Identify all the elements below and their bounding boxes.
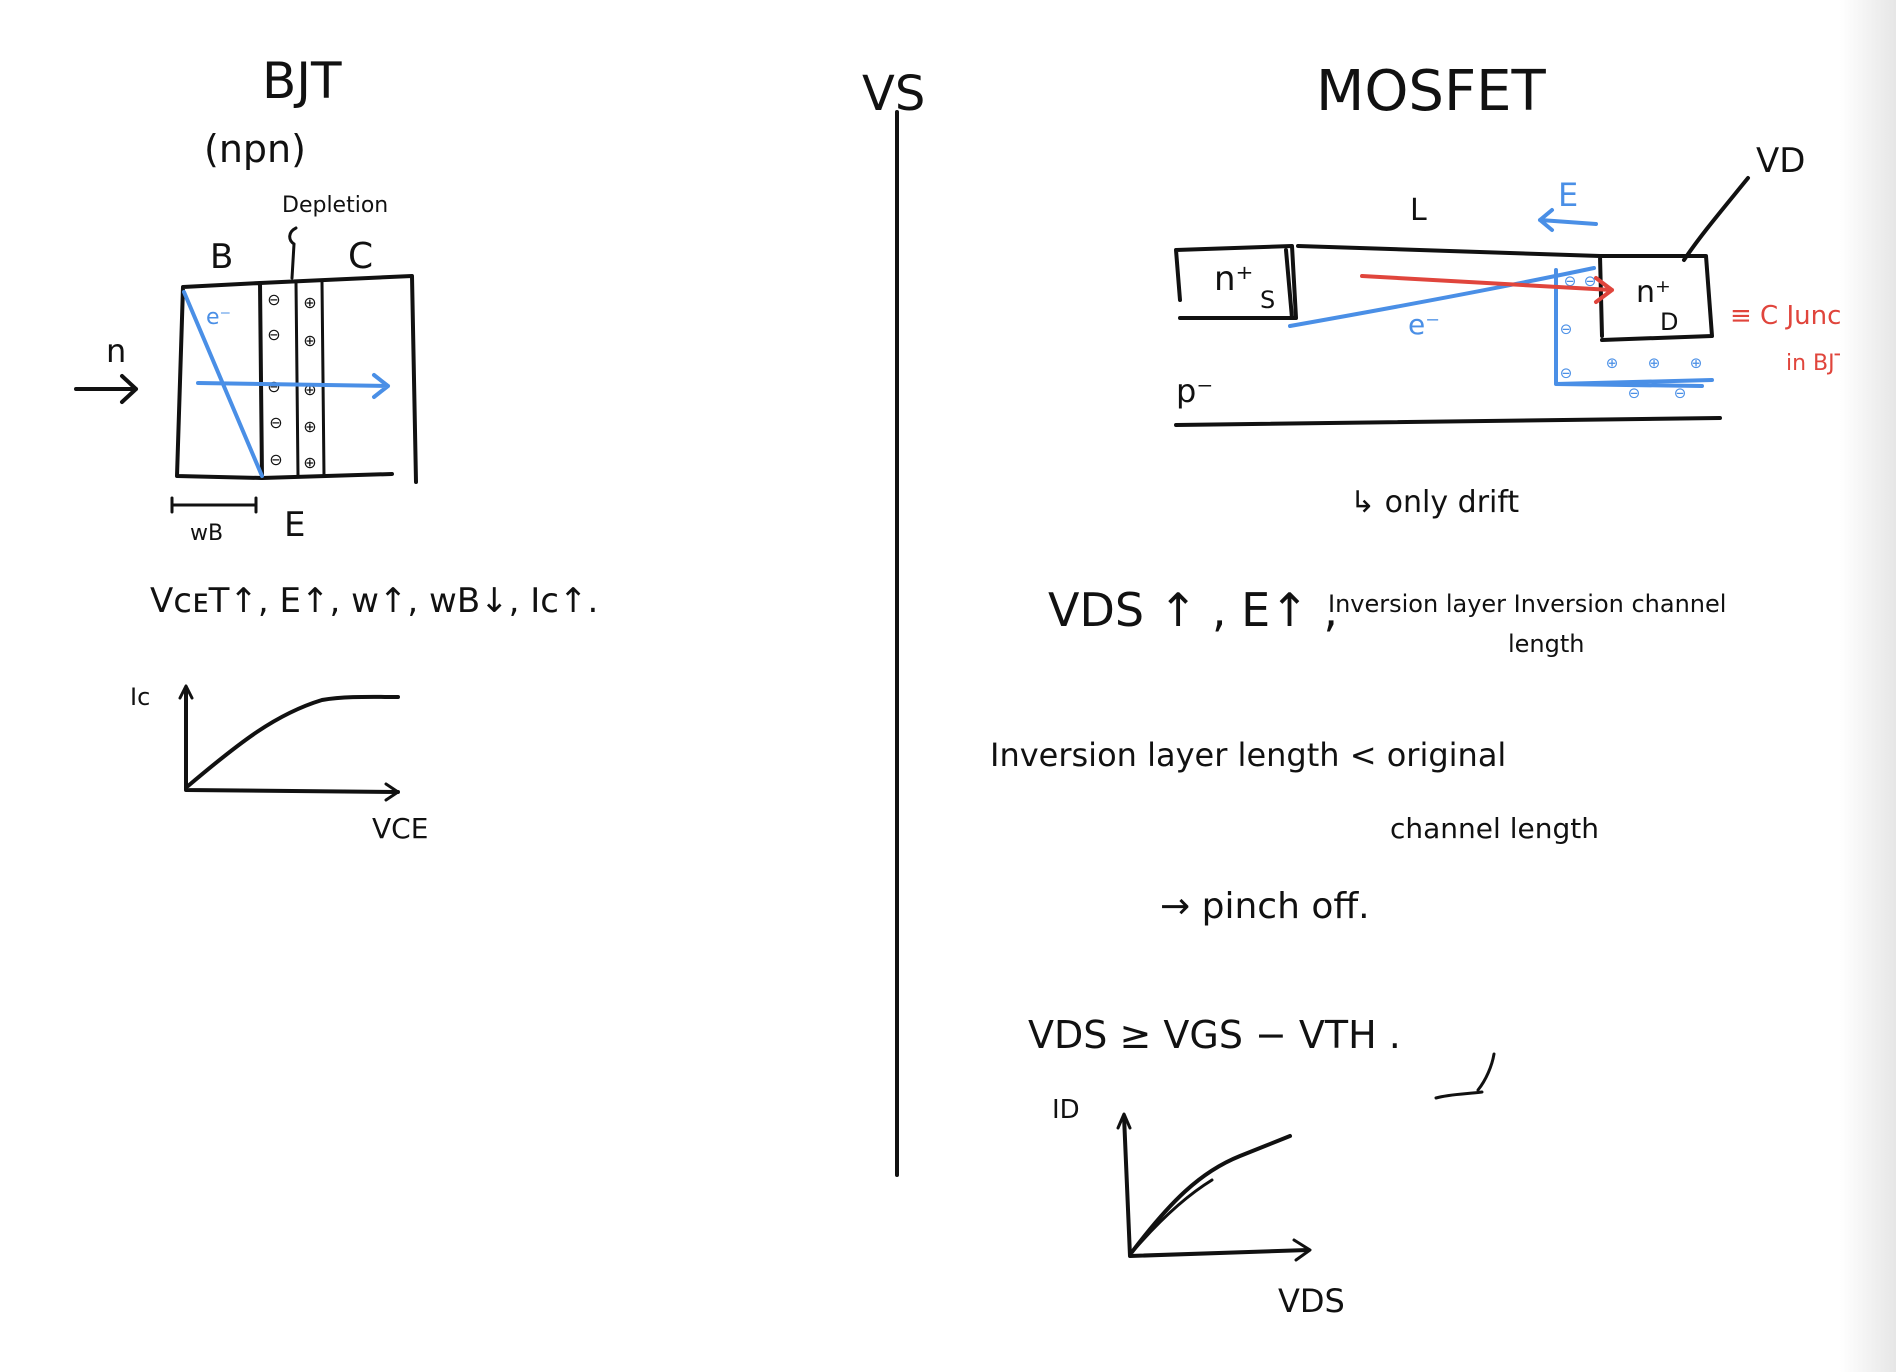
substrate-label: p⁻	[1176, 372, 1213, 410]
base-width-label: wB	[190, 521, 223, 546]
svg-text:⊖: ⊖	[269, 413, 282, 432]
mosfet-id-vds-graph: ID VDS	[1052, 1095, 1345, 1320]
right-edge-shadow	[1840, 0, 1896, 1372]
only-drift-note: ↳ only drift	[1350, 485, 1519, 520]
bjt-device-diagram: ⊖⊕ ⊖⊕ ⊖⊕ ⊖⊕ ⊖⊕ e⁻	[175, 274, 418, 484]
inversion-note-line2: channel length	[1390, 812, 1599, 845]
bjt-effect-text: VᴄᴇT↑, E↑, w↑, wB↓, Ic↑.	[150, 581, 598, 621]
svg-text:⊕: ⊕	[303, 293, 316, 312]
bjt-ic-vce-graph: Ic VCE	[130, 683, 428, 845]
bjt-electron-label: e⁻	[206, 305, 231, 330]
bjt-ic-curve	[186, 694, 400, 788]
mosfet-title: MOSFET	[1316, 59, 1547, 124]
pinch-off-condition: VDS ≥ VGS − VTH .	[1028, 1013, 1401, 1057]
mosfet-id-curve	[1130, 1134, 1292, 1254]
vd-label: VD	[1756, 141, 1805, 181]
depletion-region-walls	[294, 280, 326, 478]
svg-text:⊖: ⊖	[269, 450, 282, 469]
emitter-label: E	[284, 505, 305, 545]
svg-text:⊕: ⊕	[1648, 354, 1661, 372]
svg-text:⊖: ⊖	[1628, 384, 1641, 402]
mosfet-id-curve-overlap	[1132, 1178, 1214, 1252]
mosfet-y-axis-arrow	[1116, 1112, 1132, 1130]
depletion-label: Depletion	[282, 193, 388, 218]
mosfet-x-axis-arrow	[1292, 1238, 1312, 1262]
bjt-graph-y-label: Ic	[130, 683, 150, 711]
svg-text:⊖: ⊖	[1560, 320, 1573, 338]
svg-text:⊕: ⊕	[303, 417, 316, 436]
svg-text:⊕: ⊕	[1606, 354, 1619, 372]
mosfet-device-diagram: ⊖ ⊖ ⊖ ⊖ ⊕ ⊕ ⊕ ⊖ ⊖ n⁺ S n⁺ D e⁻ p⁻	[1174, 244, 1722, 427]
channel-length-label: L	[1410, 193, 1427, 228]
bjt-x-axis-arrow	[384, 782, 400, 802]
collector-region	[258, 274, 418, 484]
svg-text:⊕: ⊕	[303, 331, 316, 350]
drain-terminal-label: D	[1660, 308, 1678, 336]
mosfet-electron-label: e⁻	[1408, 308, 1440, 341]
inversion-channel-line	[1288, 266, 1596, 328]
depletion-charges: ⊖⊕ ⊖⊕ ⊖⊕ ⊖⊕ ⊖⊕	[267, 290, 316, 472]
svg-text:⊖: ⊖	[1584, 272, 1597, 290]
scribble-mark	[1434, 1052, 1496, 1100]
base-label: B	[210, 237, 233, 277]
source-region	[1174, 244, 1298, 320]
base-width-bracket	[170, 496, 258, 514]
depletion-pointer	[288, 226, 298, 280]
svg-text:⊖: ⊖	[1560, 364, 1573, 382]
electron-drift-arrow	[1360, 274, 1614, 304]
mosfet-effect-line2: length	[1508, 630, 1585, 658]
drain-doping-label: n⁺	[1636, 275, 1671, 310]
field-arrow	[1538, 208, 1598, 232]
mosfet-graph-axes	[1122, 1114, 1310, 1258]
substrate-bottom-line	[1174, 416, 1722, 427]
n-input-arrow	[74, 374, 138, 404]
mosfet-effect-line1: Inversion layer Inversion channel	[1328, 590, 1726, 618]
collector-label: C	[348, 236, 373, 277]
depletion-boundary	[1554, 268, 1714, 388]
electron-flow-arrow	[196, 373, 390, 399]
vs-label: VS	[862, 66, 925, 122]
inversion-note-line1: Inversion layer length < original	[990, 736, 1506, 774]
mosfet-graph-x-label: VDS	[1278, 1282, 1345, 1320]
source-doping-label: n⁺	[1214, 259, 1254, 299]
emitter-boundary	[260, 472, 394, 480]
pinch-off-note: → pinch off.	[1160, 886, 1370, 927]
bjt-type-label: (npn)	[204, 127, 306, 171]
bjt-graph-axes	[184, 686, 400, 794]
bjt-y-axis-arrow	[178, 684, 194, 700]
source-terminal-label: S	[1260, 286, 1275, 314]
svg-text:⊕: ⊕	[1690, 354, 1703, 372]
vd-connection-wire	[1682, 176, 1750, 262]
svg-text:⊖: ⊖	[267, 290, 280, 309]
bjt-title: BJT	[262, 52, 342, 110]
svg-text:⊖: ⊖	[1674, 384, 1687, 402]
drain-region	[1598, 254, 1714, 342]
svg-text:⊖: ⊖	[267, 325, 280, 344]
source-edge	[1284, 248, 1294, 320]
field-label: E	[1558, 176, 1578, 214]
n-arrow-label: n	[106, 332, 126, 370]
mosfet-depletion-charges: ⊖ ⊖ ⊖ ⊖ ⊕ ⊕ ⊕ ⊖ ⊖	[1560, 272, 1703, 402]
svg-text:⊕: ⊕	[303, 453, 316, 472]
mosfet-graph-y-label: ID	[1052, 1095, 1080, 1125]
bjt-graph-x-label: VCE	[372, 812, 428, 845]
mosfet-effect-prefix: VDS ↑ , E↑ ,	[1048, 583, 1338, 637]
in-bjt-note: in BJT	[1786, 351, 1849, 376]
svg-text:⊖: ⊖	[267, 377, 280, 396]
